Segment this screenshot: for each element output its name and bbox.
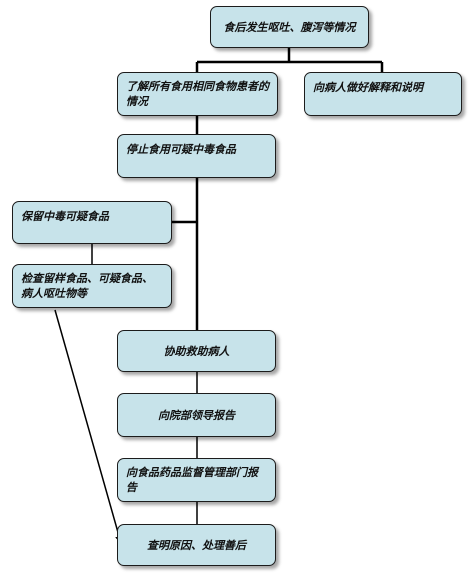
node-inspect-samples: 检查留样食品、可疑食品、病人呕吐物等	[12, 264, 172, 308]
node-report-leaders-label: 向院部领导报告	[158, 408, 235, 422]
node-report-fda-label: 向食品药品监督管理部门报告	[126, 466, 258, 494]
node-find-cause: 查明原因、处理善后	[117, 524, 276, 566]
node-find-cause-label: 查明原因、处理善后	[147, 538, 246, 552]
node-symptoms-label: 食后发生呕吐、腹泻等情况	[223, 20, 356, 34]
node-assist-patients: 协助救助病人	[117, 330, 276, 372]
node-inspect-samples-label: 检查留样食品、可疑食品、病人呕吐物等	[21, 272, 153, 300]
node-symptoms: 食后发生呕吐、腹泻等情况	[210, 6, 369, 48]
node-check-others-label: 了解所有食用相同食物患者的情况	[126, 80, 269, 108]
node-assist-patients-label: 协助救助病人	[163, 344, 230, 358]
node-stop-eating-label: 停止食用可疑中毒食品	[126, 143, 236, 156]
node-keep-samples-label: 保留中毒可疑食品	[21, 210, 109, 223]
node-explain: 向病人做好解释和说明	[304, 72, 462, 116]
node-stop-eating: 停止食用可疑中毒食品	[117, 134, 276, 178]
node-report-leaders: 向院部领导报告	[117, 393, 276, 437]
arrow-n6-n10	[54, 309, 123, 544]
node-explain-label: 向病人做好解释和说明	[313, 81, 423, 94]
node-check-others: 了解所有食用相同食物患者的情况	[117, 72, 278, 116]
node-report-fda: 向食品药品监督管理部门报告	[117, 458, 276, 502]
node-keep-samples: 保留中毒可疑食品	[12, 201, 172, 244]
